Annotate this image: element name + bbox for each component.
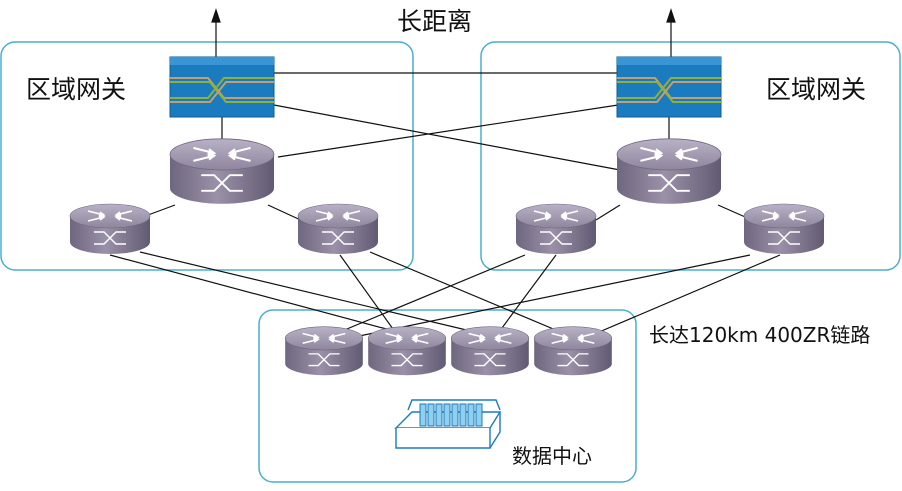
datacenter-routers (284, 325, 613, 376)
long-distance-label: 长距离 (397, 7, 473, 36)
right-optical-switch (616, 56, 722, 118)
links (109, 72, 781, 341)
right-region-label: 区域网关 (766, 75, 867, 104)
left-region-box (0, 41, 414, 271)
datacenter-label: 数据中心 (512, 444, 592, 468)
right-access-router-2 (743, 203, 825, 255)
right-region-box (480, 41, 901, 271)
datacenter-box (258, 309, 637, 483)
server-rack-icon (394, 399, 502, 449)
up-arrows (211, 8, 676, 58)
link-label: 长达120km 400ZR链路 (649, 323, 871, 347)
left-region-label: 区域网关 (26, 75, 127, 104)
left-access-router-1 (69, 203, 151, 255)
right-access-router-1 (515, 203, 597, 255)
left-core-router (168, 137, 276, 205)
left-optical-switch (169, 56, 275, 118)
right-core-router (615, 137, 723, 205)
left-access-router-2 (297, 203, 379, 255)
